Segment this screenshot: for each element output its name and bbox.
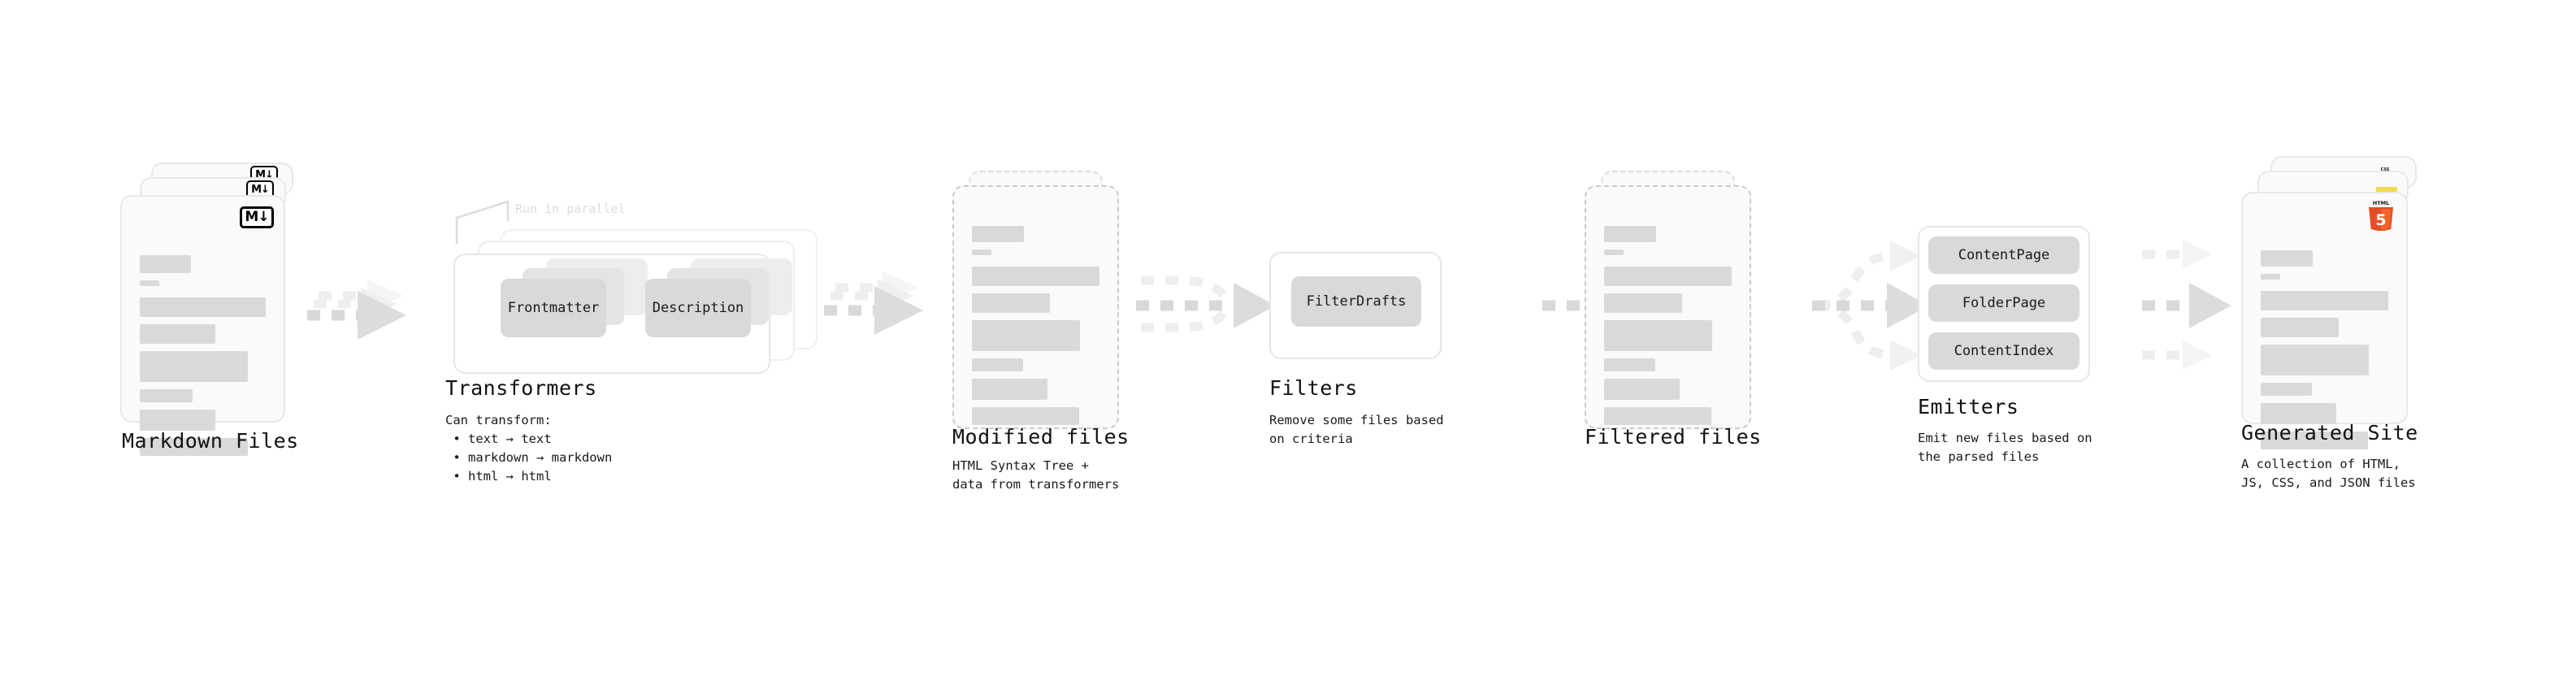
arrow-filtered-to-emitters [1812,241,1929,371]
generated-site-title: Generated Site [2241,421,2418,445]
markdown-card-front: M↓ [120,195,285,456]
content-line [1604,267,1732,286]
markdown-icon: M↓ [240,206,274,228]
emitter-content-page-pill[interactable]: ContentPage [1928,236,2079,274]
content-line [2261,403,2336,424]
content-line [140,389,193,402]
content-line [1604,358,1655,371]
filters-subtitle: Remove some files based on criteria [1269,413,1444,446]
arrow-transformers-to-modified [824,271,923,335]
site-card-front: HTML 5 [2241,192,2408,449]
filtered-card-stack [1585,171,1763,431]
content-line [972,267,1099,286]
site-card-stack: CSS HTML 5 [2241,156,2428,449]
content-line [972,249,991,255]
stage-filtered-files [1585,171,1763,431]
modified-files-title: Modified files [952,425,1130,449]
emitters-title: Emitters [1918,395,2019,419]
content-line [1604,293,1682,313]
emitter-content-index-pill[interactable]: ContentIndex [1928,332,2079,370]
markdown-content-lines [140,255,266,463]
content-line [1604,226,1656,242]
emitters-subtitle: Emit new files based on the parsed files [1918,431,2092,464]
content-line [2261,291,2388,310]
stage-modified-files [952,171,1131,431]
modified-content-lines [972,226,1099,432]
content-line [972,226,1024,242]
content-line [1604,407,1711,425]
content-line [140,297,266,317]
emitter-folder-page-pill[interactable]: FolderPage [1928,284,2079,322]
content-line [2261,274,2280,280]
transformer-frontmatter-pill[interactable]: Frontmatter [501,279,606,337]
content-line [140,324,215,344]
arrow-markdown-to-transformers [307,280,406,340]
content-line [2261,345,2370,375]
filtered-content-lines [1604,226,1732,432]
transformer-description-pill[interactable]: Description [645,279,751,337]
svg-text:5: 5 [2375,211,2386,229]
content-line [2261,318,2339,337]
svg-text:HTML: HTML [2373,200,2389,206]
arrow-emitters-to-site [2142,240,2231,370]
arrow-modified-to-filters [1136,275,1276,332]
content-line [972,293,1050,313]
content-line [2261,383,2312,396]
content-line [1604,249,1624,255]
stage-generated-site: CSS HTML 5 [2241,156,2428,449]
content-line [972,379,1047,400]
content-line [2261,432,2368,449]
content-line [140,410,215,431]
css-icon-label: CSS [2380,167,2390,172]
content-line [140,280,159,286]
content-line [140,255,191,273]
content-line [972,407,1079,425]
transformers-subtitle: Can transform: • text → text • markdown … [445,413,613,484]
filtered-files-title: Filtered files [1585,425,1762,449]
filter-drafts-pill[interactable]: FilterDrafts [1291,276,1421,327]
modified-card-front [952,185,1119,429]
content-line [140,351,249,382]
markdown-files-title: Markdown Files [122,429,299,453]
site-content-lines [2261,250,2388,457]
content-line [140,438,249,456]
content-line [972,358,1023,371]
markdown-card-stack: M↓ M↓ M↓ [120,163,307,456]
modified-card-stack [952,171,1131,431]
html5-icon: HTML 5 [2367,198,2395,232]
content-line [972,320,1081,351]
filtered-card-front [1585,185,1751,429]
transformers-title: Transformers [445,376,597,400]
content-line [1604,320,1713,351]
modified-files-subtitle: HTML Syntax Tree + data from transformer… [952,458,1120,492]
content-line [2261,250,2313,267]
filters-title: Filters [1269,376,1358,400]
generated-site-subtitle: A collection of HTML, JS, CSS, and JSON … [2241,457,2416,490]
stage-markdown-files: M↓ M↓ M↓ [120,163,307,456]
content-line [1604,379,1680,400]
run-in-parallel-label: Run in parallel [515,202,626,216]
